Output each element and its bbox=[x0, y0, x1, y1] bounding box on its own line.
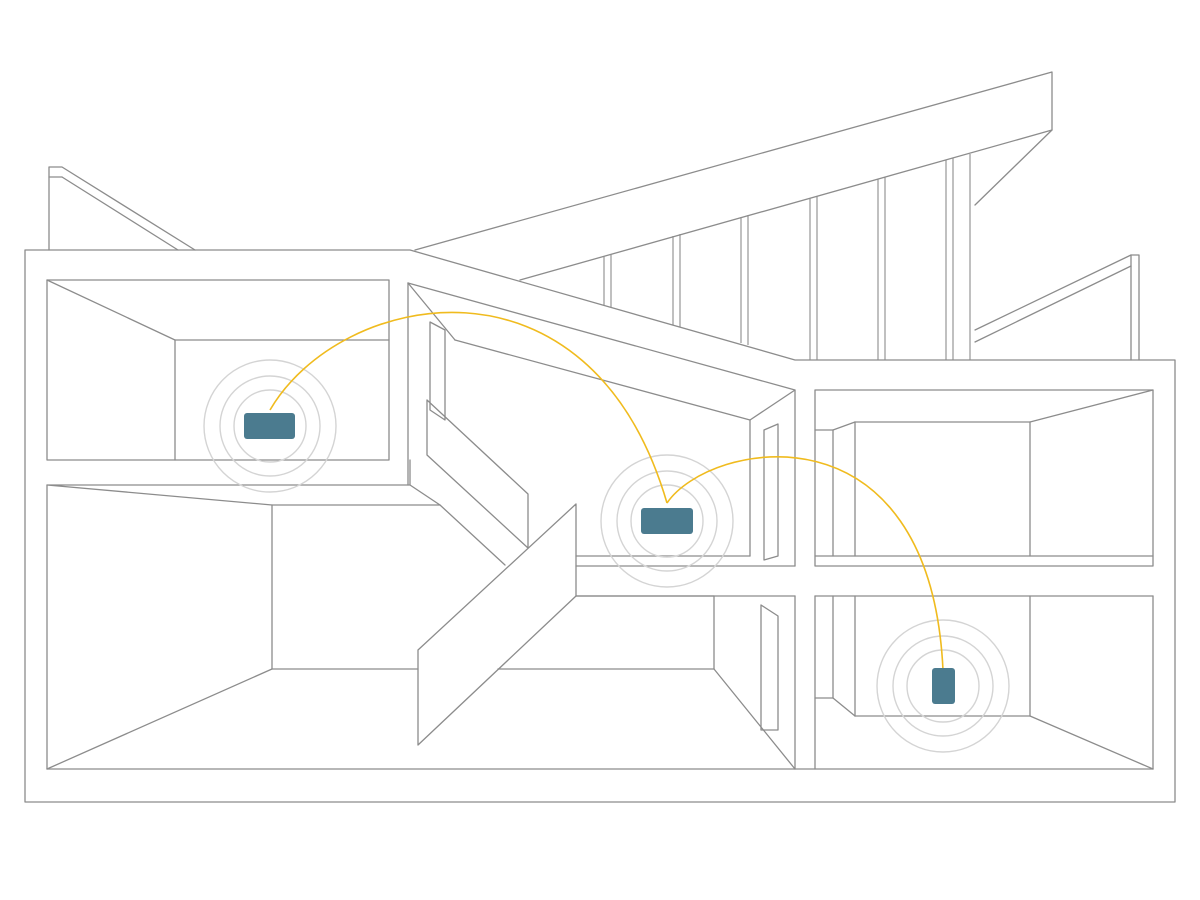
devices bbox=[244, 413, 955, 704]
room-lower-center bbox=[497, 595, 796, 770]
staircase bbox=[417, 399, 577, 746]
signal-ring bbox=[630, 484, 704, 558]
signal-ring bbox=[892, 635, 994, 737]
house-outline bbox=[24, 249, 1176, 803]
mesh-node-icon bbox=[641, 508, 693, 534]
signal-ring bbox=[203, 359, 337, 493]
room-upper-right bbox=[814, 389, 1154, 567]
signal-ring bbox=[906, 649, 980, 723]
room-lower-left bbox=[46, 459, 441, 770]
signal-ring bbox=[219, 375, 321, 477]
wifi-router-icon bbox=[244, 413, 295, 439]
room-lower-right bbox=[814, 595, 1154, 770]
mesh-link-arc bbox=[666, 456, 944, 671]
signal-ring bbox=[876, 619, 1010, 753]
mesh-links bbox=[269, 311, 944, 671]
signal-rings bbox=[203, 359, 1010, 753]
signal-ring bbox=[600, 454, 734, 588]
roof-structure bbox=[48, 71, 1140, 361]
room-center-sloped bbox=[407, 282, 796, 597]
signal-ring bbox=[233, 389, 307, 463]
mesh-node-icon bbox=[932, 668, 955, 704]
signal-ring bbox=[616, 470, 718, 572]
room-upper-left bbox=[46, 279, 390, 461]
mesh-link-arc bbox=[269, 311, 668, 504]
